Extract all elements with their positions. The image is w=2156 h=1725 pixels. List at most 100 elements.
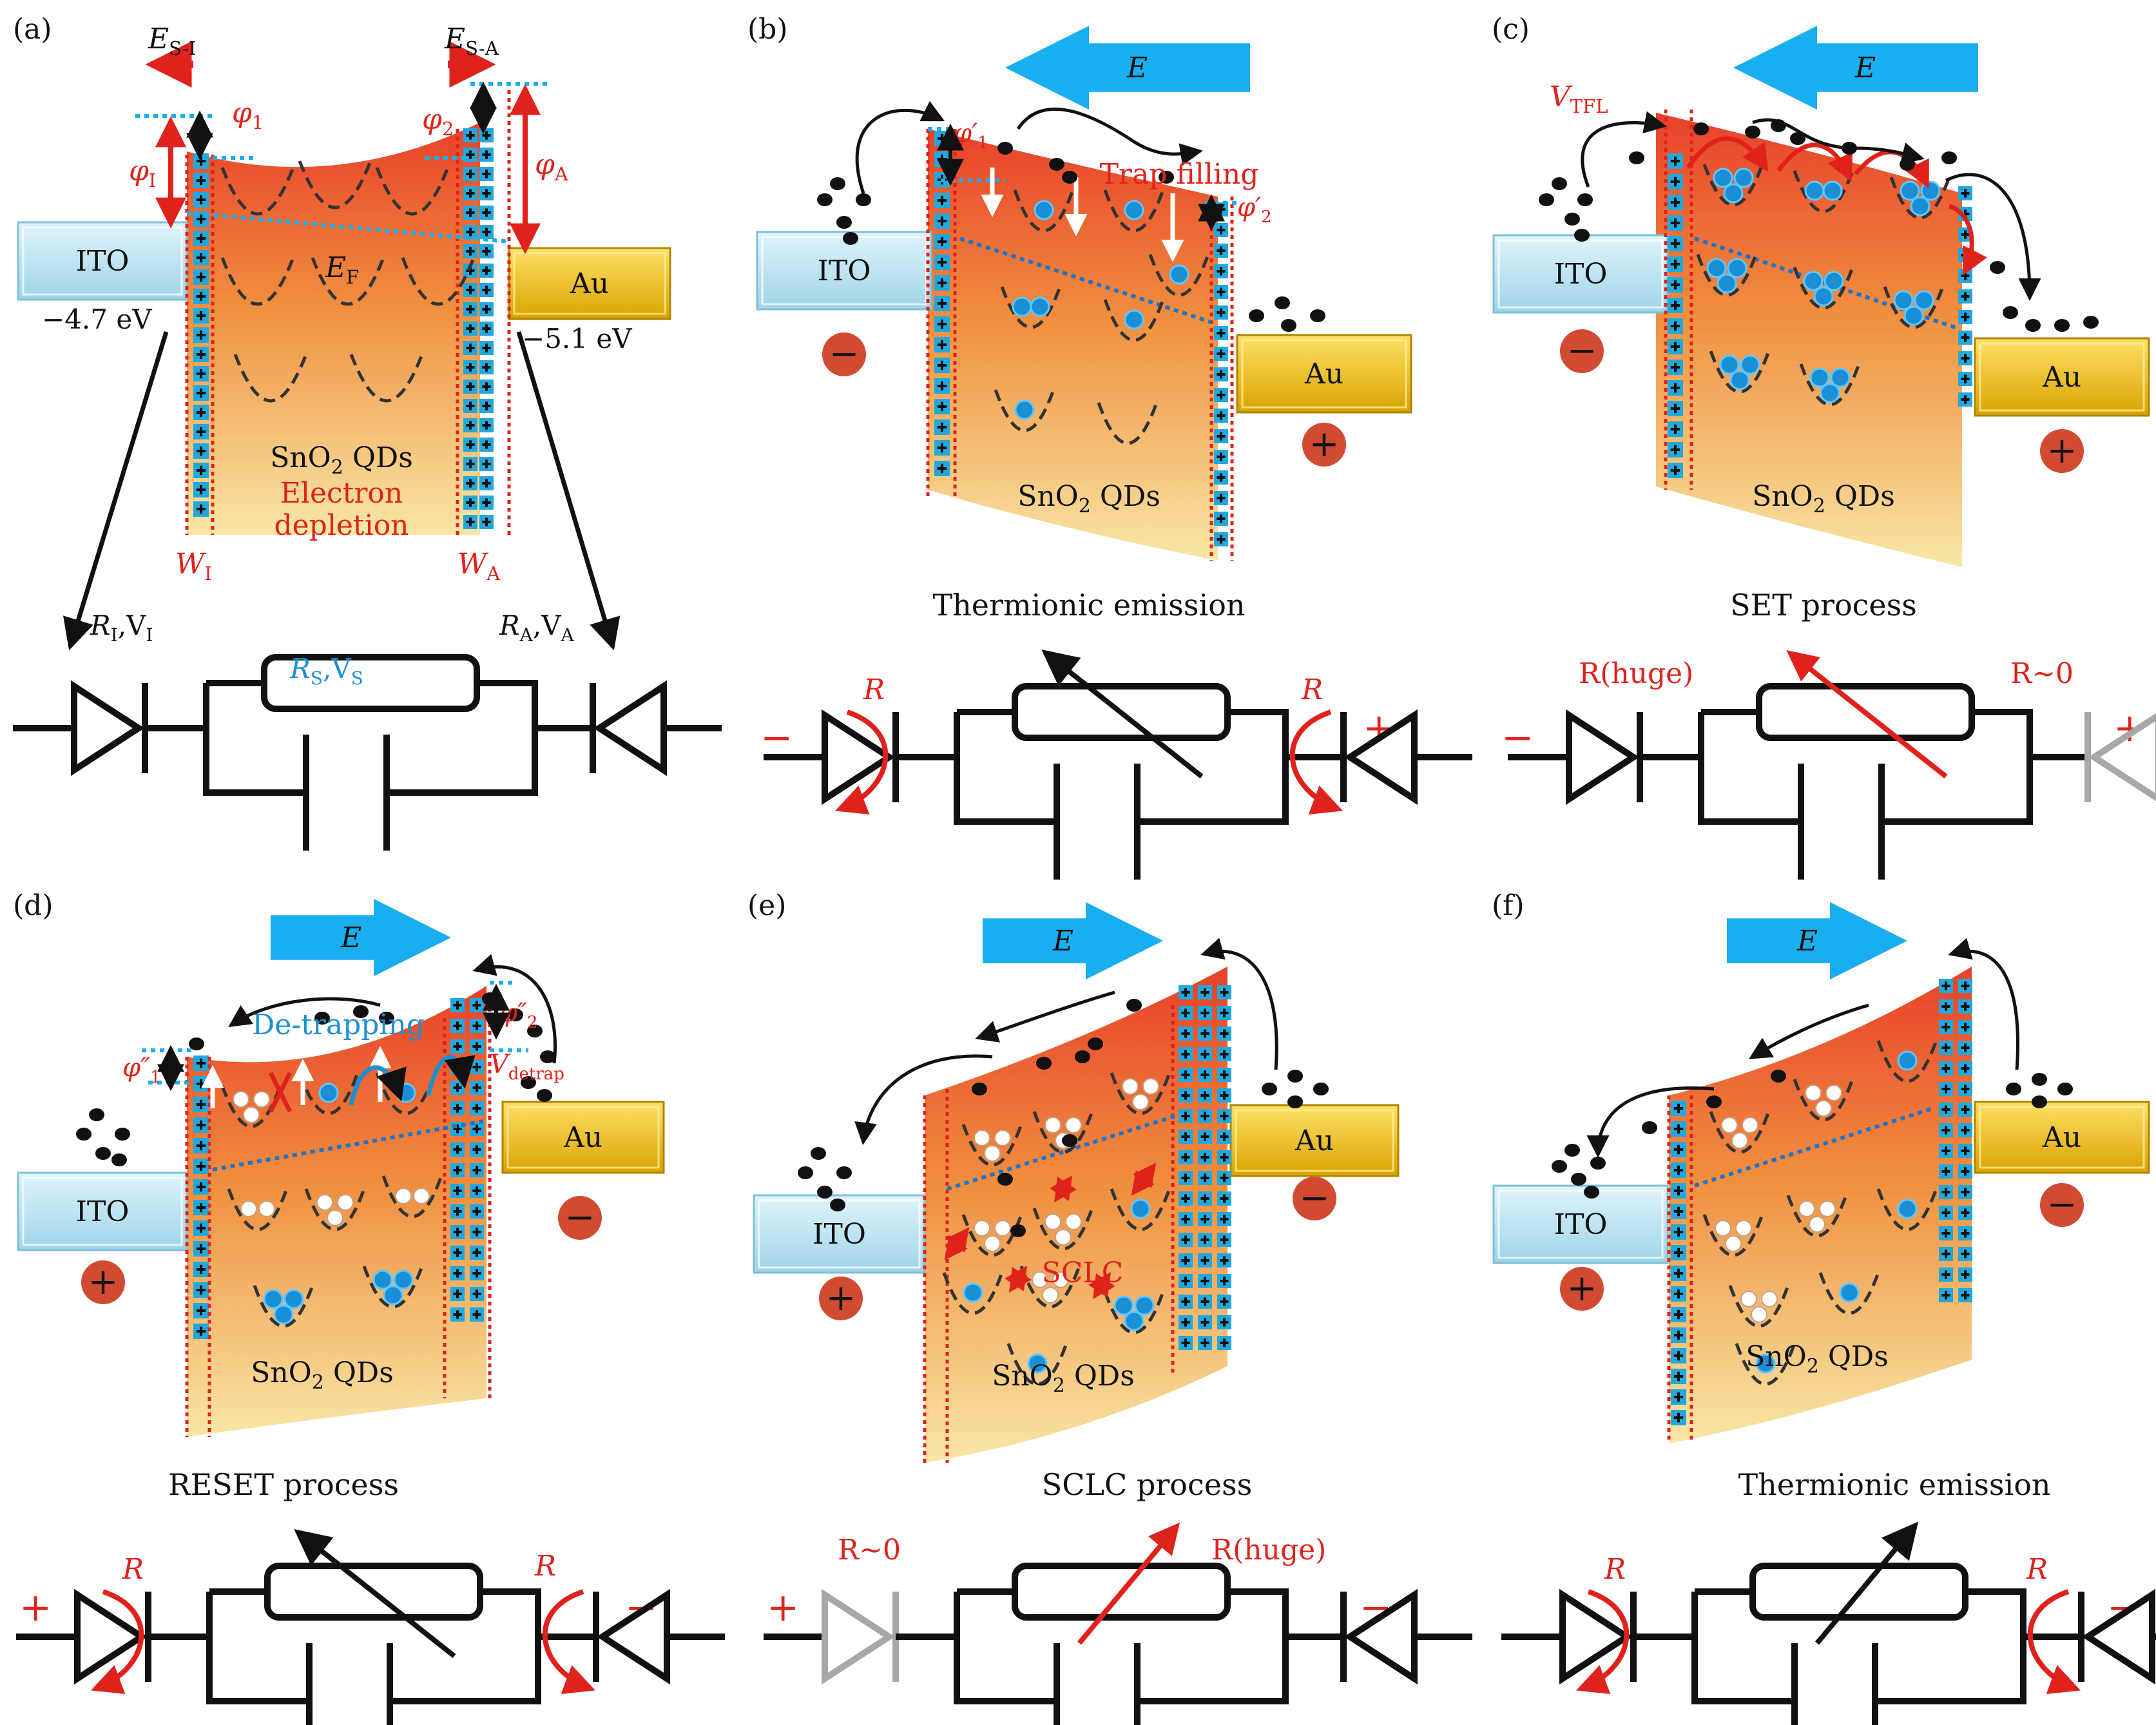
trapped-electron xyxy=(1727,258,1747,278)
trap-well xyxy=(349,354,424,403)
electron xyxy=(1941,151,1957,164)
trapped-electron xyxy=(1803,271,1824,291)
label-main: − xyxy=(1300,1177,1330,1219)
electron xyxy=(2032,1095,2047,1108)
rotation-arrow xyxy=(1576,1589,1630,1694)
plus-sign xyxy=(1200,1256,1209,1265)
plus-sign xyxy=(1217,494,1226,503)
curved-arrow xyxy=(1752,118,1925,165)
label-main: φ″ xyxy=(122,1053,150,1083)
plus-sign xyxy=(1673,1351,1684,1361)
trapped-electron xyxy=(1804,180,1825,201)
label-main: φ′ xyxy=(954,119,977,148)
trapped-electron xyxy=(383,1285,403,1306)
trapped-electron xyxy=(1822,180,1843,201)
trap-well xyxy=(1883,286,1945,329)
plus-sign xyxy=(1181,1070,1190,1079)
electron xyxy=(1900,158,1915,171)
plus-column xyxy=(1217,985,1231,1350)
empty-trap-state xyxy=(233,1091,249,1108)
electron xyxy=(972,1083,987,1095)
plus-sign xyxy=(196,1202,206,1213)
trapped-electron xyxy=(1740,354,1760,375)
plus-sign xyxy=(196,195,206,205)
label-main: E xyxy=(325,251,346,284)
plus-sign xyxy=(1220,1153,1229,1162)
label-main: (e) xyxy=(747,889,786,922)
plus-sign xyxy=(1670,218,1680,228)
electron xyxy=(111,1153,127,1166)
plus-sign xyxy=(453,1145,462,1154)
plus-column xyxy=(1668,153,1683,478)
label-main: − xyxy=(1567,330,1597,372)
label-main: − xyxy=(760,715,793,760)
label-main: φ″ xyxy=(499,998,527,1028)
plus-sign xyxy=(1961,1208,1970,1217)
plus-sign xyxy=(482,401,491,410)
curved-arrow xyxy=(1041,650,1204,779)
plus-sign xyxy=(1220,1256,1229,1265)
plus-sign xyxy=(1941,1291,1950,1300)
plus-sign xyxy=(472,1166,481,1175)
curved-arrow xyxy=(426,1055,476,1096)
plus-sign xyxy=(937,360,947,371)
wire xyxy=(1939,709,2033,825)
electron xyxy=(95,1147,111,1160)
electron xyxy=(1564,1144,1580,1157)
plus-sign xyxy=(482,169,491,178)
plus-column xyxy=(1179,985,1193,1350)
plus-sign xyxy=(196,175,206,186)
electron xyxy=(314,1012,330,1025)
trap-well xyxy=(1799,363,1861,407)
plus-sign xyxy=(196,1058,206,1068)
plus-sign xyxy=(937,216,947,226)
plus-sign xyxy=(1181,988,1190,997)
plus-sign xyxy=(1181,1318,1190,1327)
phiI-label: φI xyxy=(129,155,156,191)
ito-electrode xyxy=(17,1171,188,1251)
plus-sign xyxy=(1961,313,1970,322)
diode xyxy=(2084,712,2156,802)
empty-trap-state xyxy=(1142,1078,1159,1095)
plus-sign xyxy=(472,1104,481,1113)
electron xyxy=(1249,309,1264,322)
plus-sign xyxy=(1200,1338,1209,1347)
plus-sign xyxy=(453,1001,462,1010)
electron xyxy=(997,142,1013,155)
label-main: Trap filling xyxy=(1100,158,1259,191)
label-main: R∼0 xyxy=(2010,657,2074,690)
empty-trap-state xyxy=(1042,1287,1059,1304)
trapped-electron xyxy=(1030,296,1050,317)
electron xyxy=(1642,1121,1657,1134)
sclc-arrow xyxy=(944,1227,970,1260)
plus-sign xyxy=(937,401,947,412)
ito-label: ITO xyxy=(813,1218,866,1251)
electron xyxy=(1552,1160,1567,1173)
trapped-electron xyxy=(1893,290,1914,311)
electron xyxy=(89,1108,104,1121)
esi-label: ES-I xyxy=(148,23,196,59)
trapped-electron xyxy=(1910,196,1930,217)
label-sub: detrap xyxy=(508,1065,564,1084)
panel-caption: Thermionic emission xyxy=(1738,1467,2050,1502)
plus-sign xyxy=(1200,1029,1209,1038)
plus-sign xyxy=(482,498,491,507)
wire xyxy=(1195,709,1289,825)
plus-sign xyxy=(1670,445,1680,455)
trap-well xyxy=(1032,1111,1094,1154)
plus-sign xyxy=(1670,465,1680,476)
polarity-badge xyxy=(819,1277,863,1320)
label-main: ITO xyxy=(1554,1208,1608,1241)
au-label: Au xyxy=(1295,1124,1334,1157)
electron xyxy=(1075,1050,1090,1063)
electron xyxy=(836,216,852,229)
label-main: R(huge) xyxy=(1211,1534,1326,1566)
curved-arrow xyxy=(349,1065,407,1106)
empty-trap-state xyxy=(994,1220,1011,1237)
plus-sign xyxy=(1941,1126,1950,1135)
diode xyxy=(1566,709,1643,805)
label-main: φ xyxy=(422,103,442,136)
label-main: + xyxy=(1309,423,1340,465)
panel-letter: (a) xyxy=(13,13,52,46)
plus-column xyxy=(1939,979,1953,1302)
